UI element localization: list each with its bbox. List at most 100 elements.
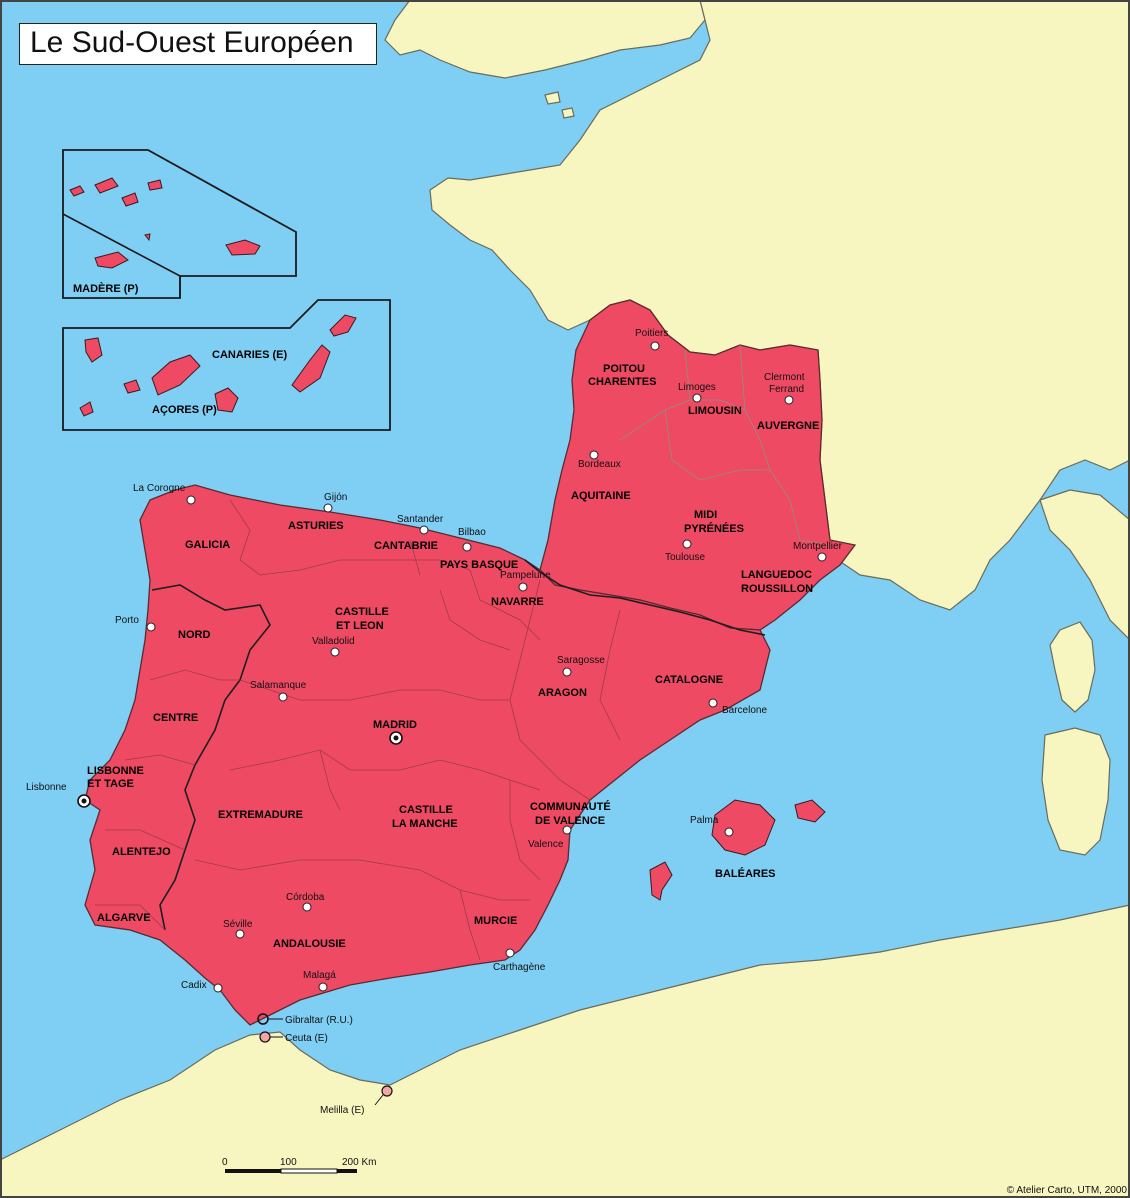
island-azores-6 [225,239,261,256]
land-channel-isle-2 [561,107,575,119]
label-centre: CENTRE [153,712,198,724]
dot-malaga [318,982,328,992]
dot-poitiers [650,341,660,351]
label-catalogne: CATALOGNE [655,674,723,686]
scale-bar-seg-3 [337,1169,357,1173]
island-mallorca [711,799,776,856]
label-midi-1: MIDI [694,509,717,521]
label-asturies: ASTURIES [288,520,344,532]
fr-region-border [619,344,831,546]
city-cordoba: Córdoba [286,892,325,903]
label-murcie: MURCIE [474,915,517,927]
portugal-region-borders [95,669,240,931]
label-castille-leon-1: CASTILLE [335,606,389,618]
label-castille-manche-2: LA MANCHE [392,818,458,830]
dot-limoges [692,393,702,403]
label-galicia: GALICIA [185,539,230,551]
dot-santander [419,525,429,535]
map-title: Le Sud-Ouest Européen [30,26,354,59]
island-azores-1 [69,185,85,197]
label-pays-basque: PAYS BASQUE [440,559,518,571]
city-gijon: Gijón [324,492,347,503]
island-canary-3 [123,379,141,394]
city-la-corogne: La Corogne [133,483,186,494]
city-bordeaux: Bordeaux [578,459,621,470]
scale-bar: 0 100 200 Km [222,1157,376,1174]
land-britain [384,0,706,79]
city-clermont-1: Clermont [764,372,805,383]
island-azores-5 [144,233,151,242]
city-cadix: Cadix [181,980,207,991]
island-azores-2 [94,177,119,194]
dot-porto [146,622,156,632]
dot-la-corogne [186,495,196,505]
city-markers [77,341,827,1097]
region-fr-sw [539,299,857,631]
label-auvergne: AUVERGNE [757,420,819,432]
label-algarve: ALGARVE [97,912,151,924]
city-porto: Porto [115,615,139,626]
title-box [19,23,377,65]
dot-cordoba [302,902,312,912]
dot-carthagene [505,948,515,958]
label-languedoc-2: ROUSSILLON [741,583,813,595]
city-salamanque: Salamanque [250,680,307,691]
scale-label-0: 0 [222,1157,228,1168]
city-pampelune: Pampelune [500,570,551,581]
dot-toulouse [682,539,692,549]
city-montpellier: Montpellier [793,541,843,552]
label-valence-1: COMMUNAUTÉ [530,800,611,813]
dot-barcelone [708,698,718,708]
land-italy [1039,489,1130,641]
island-canary-1 [84,337,103,363]
city-saragosse: Saragosse [557,655,605,666]
city-malaga: Malagá [303,970,336,981]
dot-melilla [381,1085,393,1097]
city-ceuta: Ceuta (E) [285,1033,328,1044]
city-toulouse: Toulouse [665,552,705,563]
city-lisbonne: Lisbonne [26,782,67,793]
city-seville: Séville [223,919,253,930]
dot-salamanque [278,692,288,702]
dot-clermont [784,395,794,405]
island-menorca [794,799,826,823]
label-canaries: CANARIES (E) [212,349,288,361]
border-france-spain [524,559,766,636]
capital-lisbonne-center [81,798,87,804]
label-poitou-1: POITOU [603,363,645,375]
border-portugal-spain [151,584,271,931]
label-andalousie: ANDALOUSIE [273,938,346,950]
dot-cadix [213,983,223,993]
label-midi-2: PYRÉNÉES [684,522,744,535]
city-valladolid: Valladolid [312,636,355,647]
island-ibiza [649,861,673,901]
city-clermont-2: Ferrand [769,384,804,395]
island-canary-2 [79,401,94,417]
city-santander: Santander [397,514,444,525]
label-languedoc-1: LANGUEDOC [741,569,812,581]
city-poitiers: Poitiers [635,328,668,339]
label-lisbonne-2: ET TAGE [87,778,134,790]
island-canary-5 [214,387,239,413]
island-madeira [94,251,129,269]
label-madeira: MADÈRE (P) [73,282,139,295]
label-valence-2: DE VALENCE [535,815,605,827]
city-bilbao: Bilbao [458,527,486,538]
credit-text: © Atelier Carto, UTM, 2000 [1007,1185,1128,1196]
label-castille-leon-2: ET LEON [336,620,384,632]
scale-bar-seg-1 [225,1169,281,1173]
island-canary-4 [151,354,201,396]
land-corsica [1049,621,1096,713]
inset-canaries-box [62,299,391,431]
dot-valladolid [330,647,340,657]
land-sardinia [1041,727,1111,856]
label-alentejo: ALENTEJO [112,846,171,858]
dot-montpellier [817,552,827,562]
city-carthagene: Carthagène [493,962,546,973]
dot-seville [235,929,245,939]
label-navarre: NAVARRE [491,596,544,608]
dot-valence [562,825,572,835]
island-canary-6 [291,344,331,393]
label-baleares: BALÉARES [715,867,776,880]
